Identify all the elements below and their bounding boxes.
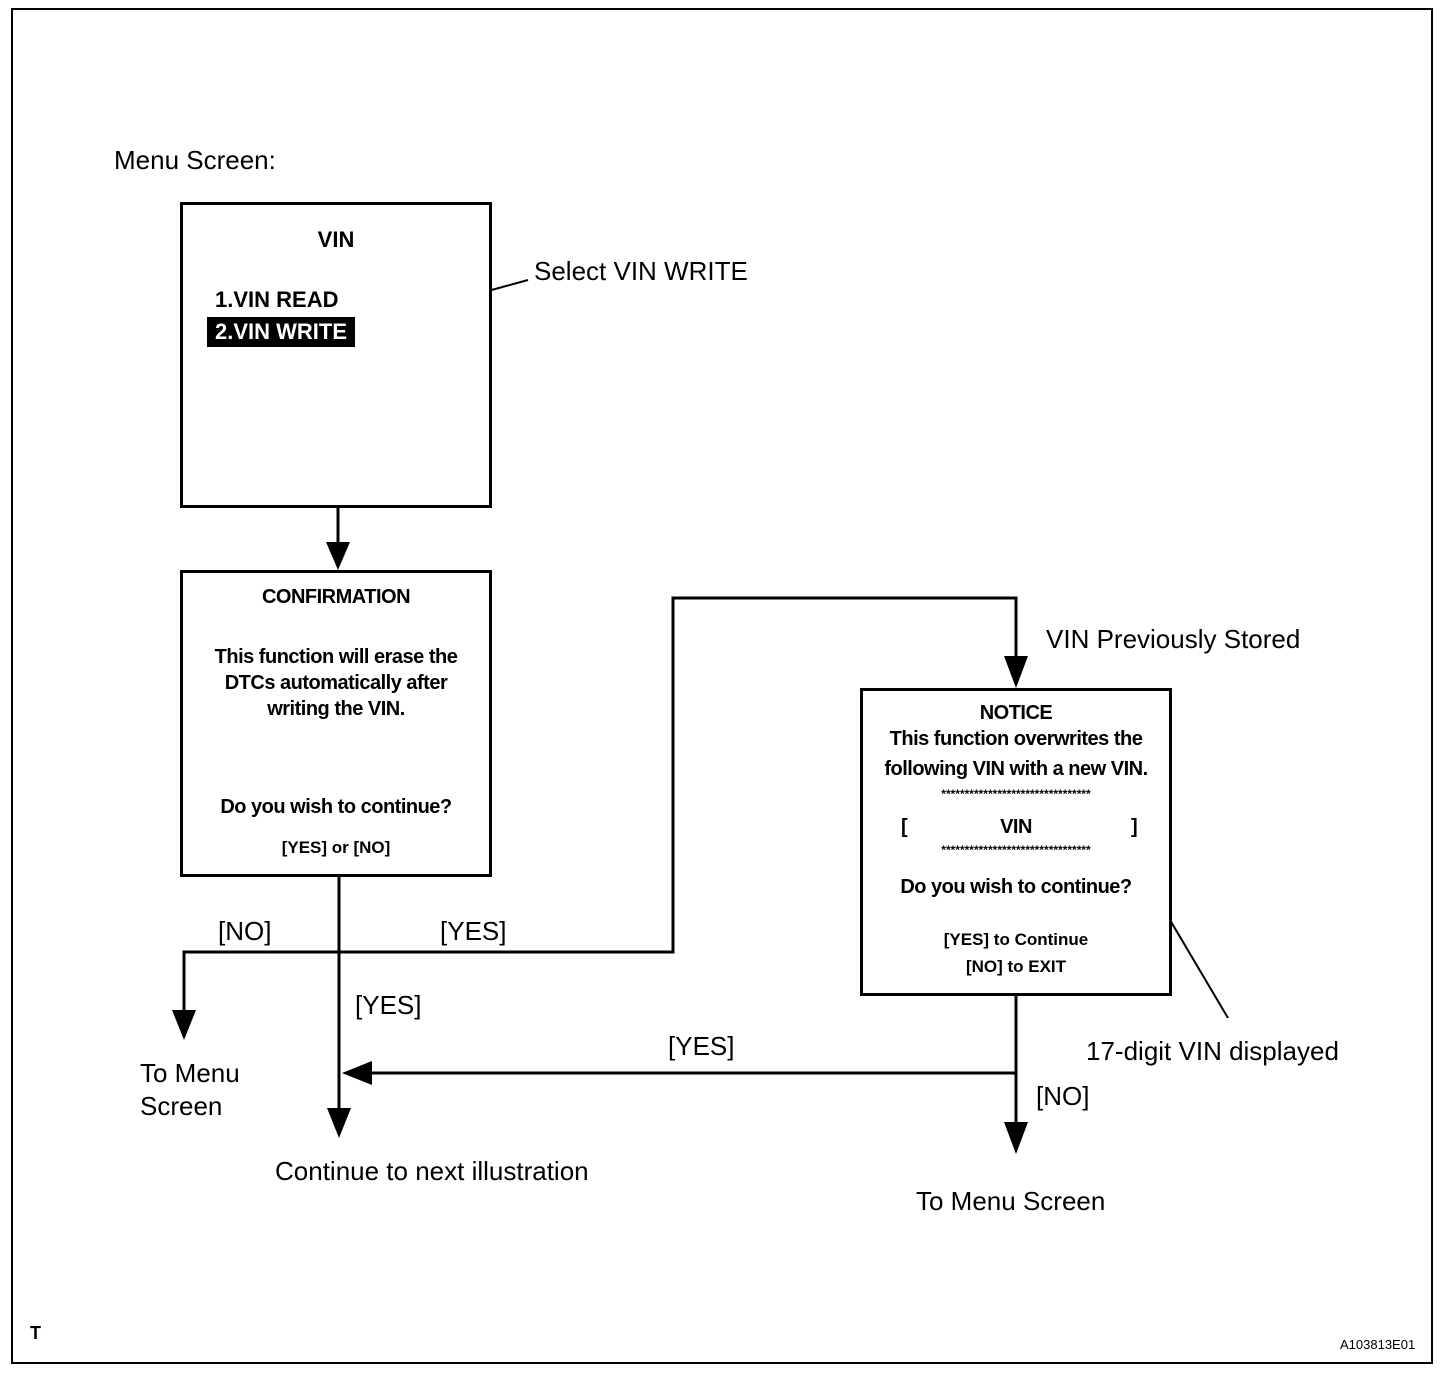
figure-id: A103813E01 <box>1340 1337 1416 1352</box>
notice-stars-bottom: ******************************** <box>941 843 1091 857</box>
arrow-yes-to-notice <box>339 596 1018 954</box>
notice-question: Do you wish to continue? <box>900 876 1132 898</box>
label-to-menu-right: To Menu Screen <box>916 1186 1106 1216</box>
notice-vin-value: VIN <box>1000 816 1032 838</box>
arrow-no-left <box>182 950 339 1018</box>
arrowhead-continue <box>327 1108 351 1138</box>
label-yes-branch: [YES] <box>440 916 507 946</box>
arrowhead-to-notice <box>1004 656 1028 688</box>
notice-stars-top: ******************************** <box>941 787 1091 801</box>
arrowhead-vin-confirmation <box>326 542 350 570</box>
notice-line-1: This function overwrites the <box>889 728 1143 750</box>
notice-option-no: [NO] to EXIT <box>965 957 1067 976</box>
notice-bracket-right: ] <box>1131 816 1138 838</box>
confirmation-line-3: writing the VIN. <box>267 698 405 720</box>
confirmation-screen: CONFIRMATION This function will erase th… <box>180 570 492 877</box>
label-to-menu-left-2: Screen <box>140 1091 223 1121</box>
label-17-digit-vin: 17-digit VIN displayed <box>1086 1036 1339 1066</box>
figure-border <box>11 8 1433 1364</box>
menu-item-vin-read[interactable]: 1.VIN READ <box>215 287 339 312</box>
menu-screen-label: Menu Screen: <box>114 145 276 175</box>
menu-item-vin-write[interactable]: 2.VIN WRITE <box>207 317 356 347</box>
label-to-menu-left-1: To Menu <box>140 1058 240 1088</box>
confirmation-line-2: DTCs automatically after <box>224 672 448 694</box>
corner-mark: T <box>30 1323 41 1343</box>
label-continue-next: Continue to next illustration <box>275 1156 589 1186</box>
notice-line-2: following VIN with a new VIN. <box>884 758 1148 780</box>
callout-select-vin-write: Select VIN WRITE <box>534 256 748 286</box>
notice-bracket-left: [ <box>901 816 908 838</box>
label-vin-previously-stored: VIN Previously Stored <box>1046 624 1301 654</box>
label-yes-return: [YES] <box>668 1031 735 1061</box>
notice-option-yes: [YES] to Continue <box>943 930 1089 949</box>
notice-screen: NOTICE This function overwrites the foll… <box>860 688 1172 996</box>
label-no-left: [NO] <box>218 916 272 946</box>
confirmation-line-1: This function will erase the <box>214 646 458 668</box>
arrowhead-yes-return <box>342 1061 372 1085</box>
confirmation-question: Do you wish to continue? <box>220 796 452 818</box>
vin-menu-screen: VIN 1.VIN READ 2.VIN WRITE <box>180 202 492 508</box>
arrowhead-to-menu-left <box>172 1010 196 1040</box>
vin-screen-title: VIN <box>317 227 355 252</box>
label-yes-down: [YES] <box>355 990 422 1020</box>
confirmation-options: [YES] or [NO] <box>281 838 391 857</box>
label-no-right: [NO] <box>1036 1081 1090 1111</box>
notice-title: NOTICE <box>979 702 1053 724</box>
confirmation-title: CONFIRMATION <box>261 586 411 608</box>
arrowhead-to-menu-right <box>1004 1122 1028 1154</box>
